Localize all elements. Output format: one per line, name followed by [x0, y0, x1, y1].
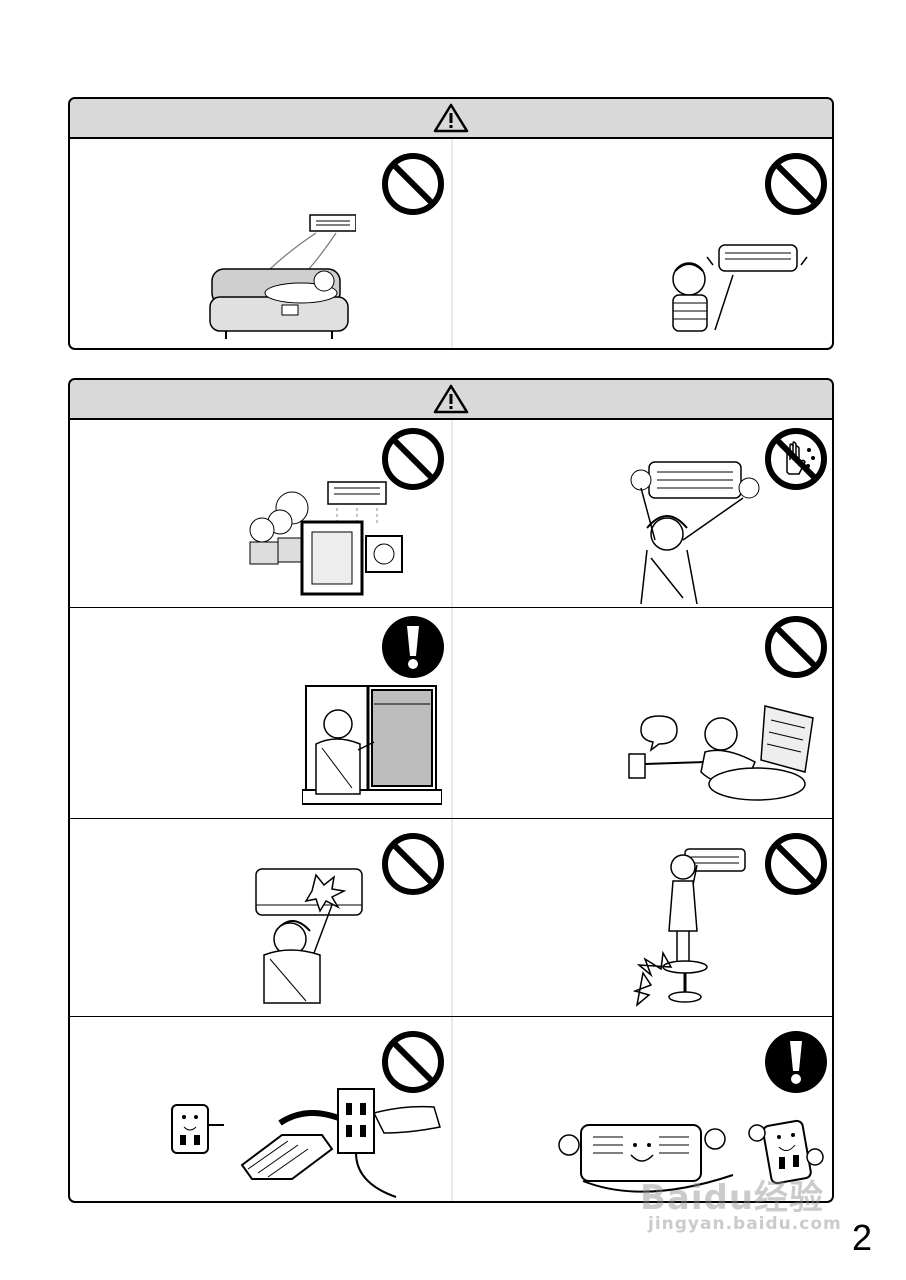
safety-cell-10: [453, 1017, 832, 1201]
mandatory-action-icon: [382, 616, 444, 678]
extension-cord-illustration: [171, 1088, 441, 1198]
panel-header: [70, 99, 832, 139]
plants-and-picture-illustration: [249, 481, 403, 596]
warning-panel-1: [68, 97, 834, 350]
safety-cell-6: [453, 608, 832, 818]
prohibition-icon: [765, 616, 827, 678]
safety-cell-1: [70, 139, 452, 348]
watermark-logo: Baidu经验: [640, 1178, 825, 1218]
mandatory-action-icon: [765, 1031, 827, 1093]
page-number: 2: [852, 1217, 873, 1258]
warning-triangle-icon: [433, 384, 469, 414]
sofa-sleeping-illustration: [209, 214, 356, 339]
no-wet-hands-icon: [765, 428, 827, 490]
unstable-stool-illustration: [633, 848, 746, 1007]
safety-cell-2: [453, 139, 832, 348]
prohibition-icon: [382, 833, 444, 895]
prohibition-icon: [765, 153, 827, 215]
warning-triangle-icon: [433, 103, 469, 133]
safety-cell-5: [70, 608, 452, 818]
safety-cell-8: [453, 819, 832, 1016]
warning-panel-2: [68, 378, 834, 1203]
prohibition-icon: [382, 1031, 444, 1093]
safety-cell-3: [70, 420, 452, 607]
prohibition-icon: [382, 428, 444, 490]
hitting-ac-illustration: [255, 868, 363, 1004]
window-opening-illustration: [302, 685, 442, 805]
panel-header: [70, 380, 832, 420]
hands-on-ac-illustration: [630, 461, 760, 604]
prohibition-icon: [382, 153, 444, 215]
watermark-url: jingyan.baidu.com: [648, 1214, 842, 1234]
safety-cell-7: [70, 819, 452, 1016]
child-with-stick-illustration: [672, 244, 808, 332]
pulling-cord-illustration: [628, 705, 814, 801]
ac-and-outlet-illustration: [558, 1119, 824, 1193]
prohibition-icon: [765, 833, 827, 895]
safety-cell-9: [70, 1017, 452, 1201]
safety-cell-4: [453, 420, 832, 607]
